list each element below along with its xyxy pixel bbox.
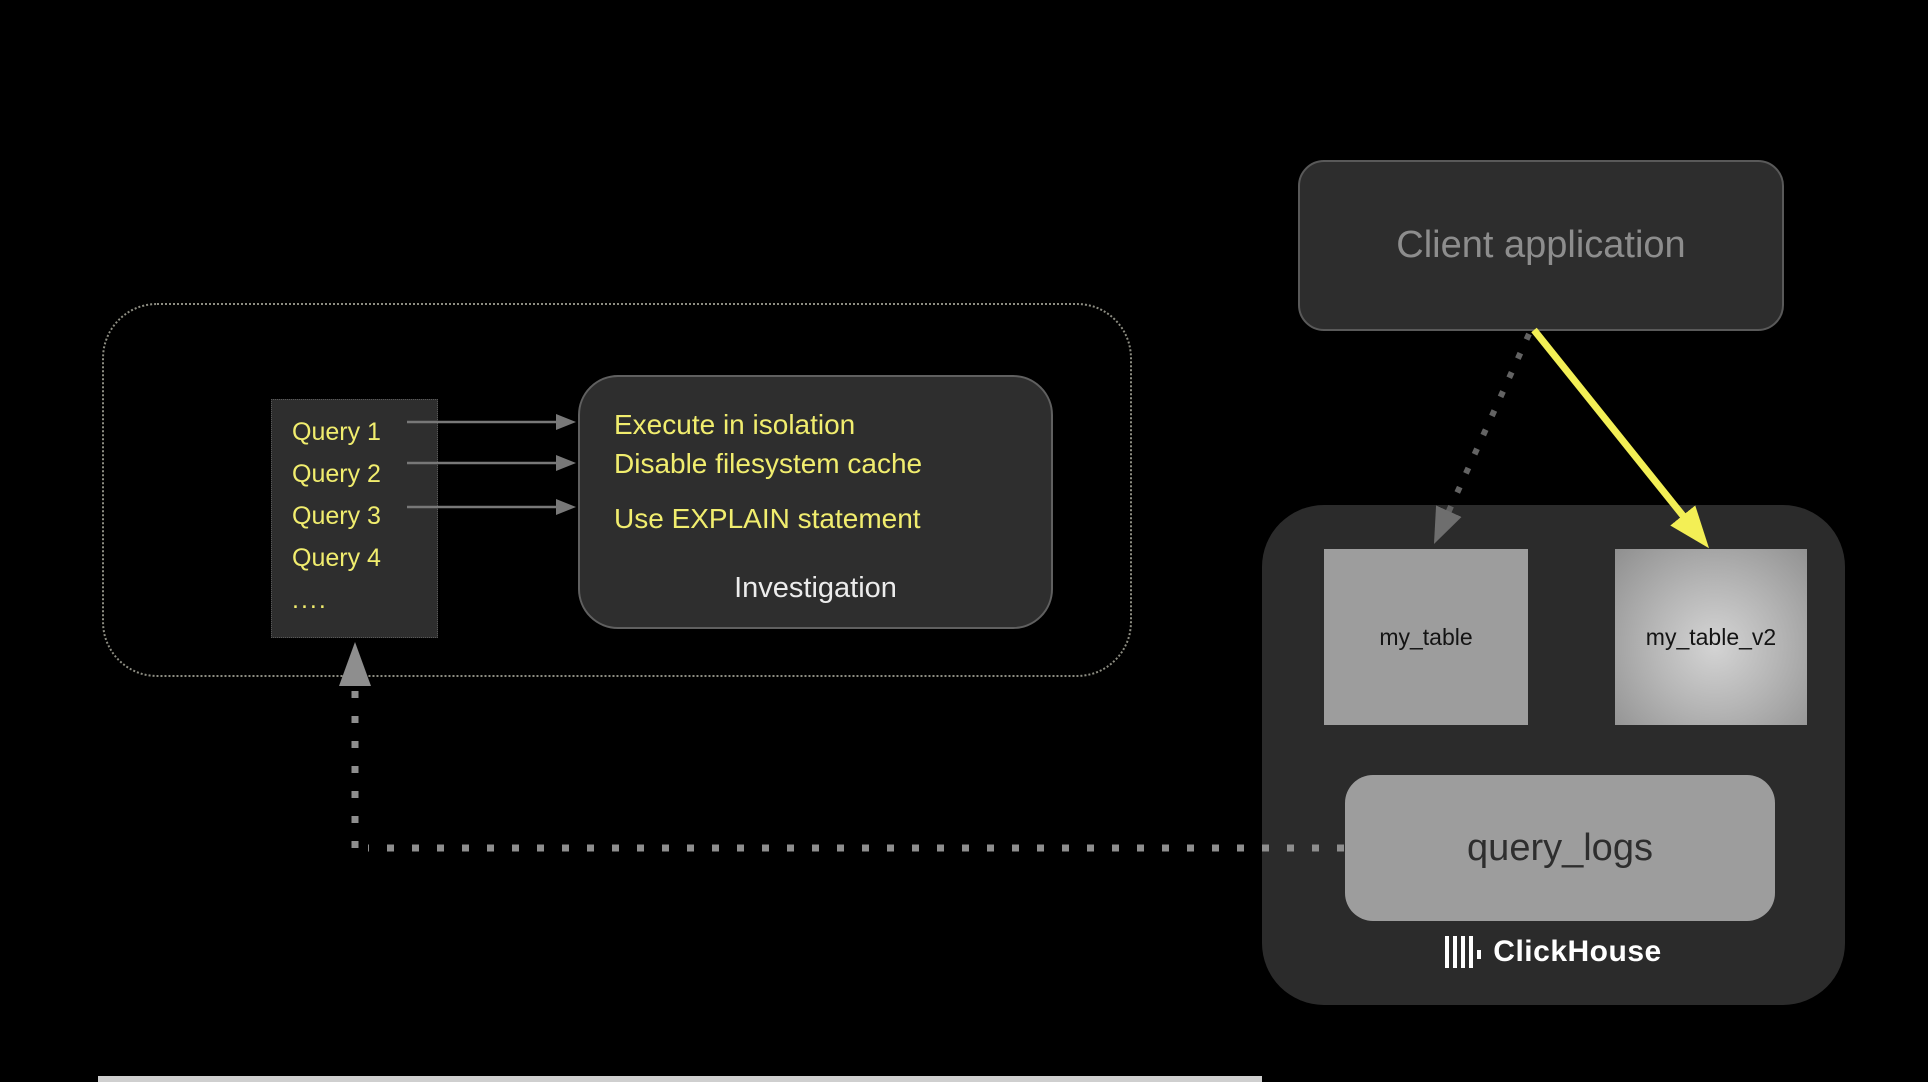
clickhouse-wordmark: ClickHouse [1493, 935, 1662, 968]
client-application-box: Client application [1298, 160, 1784, 331]
clickhouse-container: my_table my_table_v2 query_logs ClickHou… [1262, 505, 1845, 1005]
investigation-tip: Disable filesystem cache [614, 448, 923, 479]
investigation-region-outline [102, 303, 1132, 677]
query-item: Query 1 [292, 418, 381, 446]
clickhouse-logo-icon [1445, 935, 1482, 969]
client-to-my-table-dotted-arrow [1433, 332, 1532, 544]
query-item: Query 4 [292, 544, 381, 572]
investigation-box: Execute in isolation Disable filesystem … [578, 375, 1053, 629]
query-logs-box: query_logs [1345, 775, 1775, 921]
investigation-tip: Execute in isolation [614, 409, 856, 440]
my-table-v2-label: my_table_v2 [1645, 623, 1777, 650]
query-item: Query 2 [292, 460, 381, 488]
window-edge-strip [98, 1076, 1262, 1082]
client-to-my-table-v2-arrow [1531, 327, 1710, 549]
clickhouse-brand: ClickHouse [1262, 929, 1845, 975]
query-list: Query 1 Query 2 Query 3 Query 4 .... [271, 399, 438, 638]
query-item: Query 3 [292, 502, 381, 530]
query-logs-label: query_logs [1467, 826, 1653, 869]
client-application-label: Client application [1396, 224, 1686, 266]
query-item-ellipsis: .... [292, 586, 328, 614]
my-table-label: my_table [1379, 623, 1473, 650]
investigation-tip: Use EXPLAIN statement [614, 503, 921, 534]
investigation-caption: Investigation [734, 572, 897, 604]
my-table-box: my_table [1324, 549, 1528, 725]
my-table-v2-box: my_table_v2 [1615, 549, 1807, 725]
